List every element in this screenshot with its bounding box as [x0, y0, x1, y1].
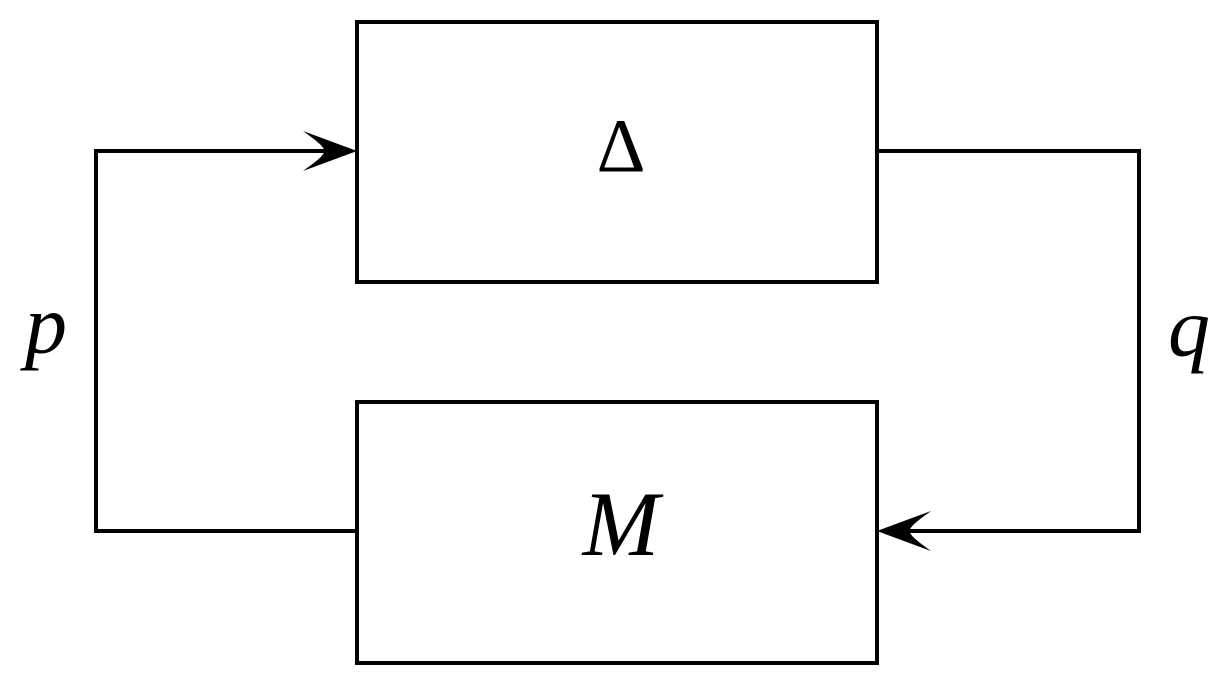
q-signal-arrowhead [877, 511, 931, 551]
m-block-outline [355, 400, 879, 665]
p-signal-arrowhead [303, 131, 357, 171]
q-signal-wire [877, 149, 1141, 533]
delta-block-label: Δ [597, 104, 646, 188]
p-signal-label: p [20, 278, 67, 371]
delta-block-outline [355, 20, 879, 284]
q-signal-label: q [1168, 281, 1210, 374]
m-block-label: M [581, 473, 664, 575]
m-block[interactable]: M [355, 400, 879, 665]
delta-block[interactable]: Δ [355, 20, 879, 284]
